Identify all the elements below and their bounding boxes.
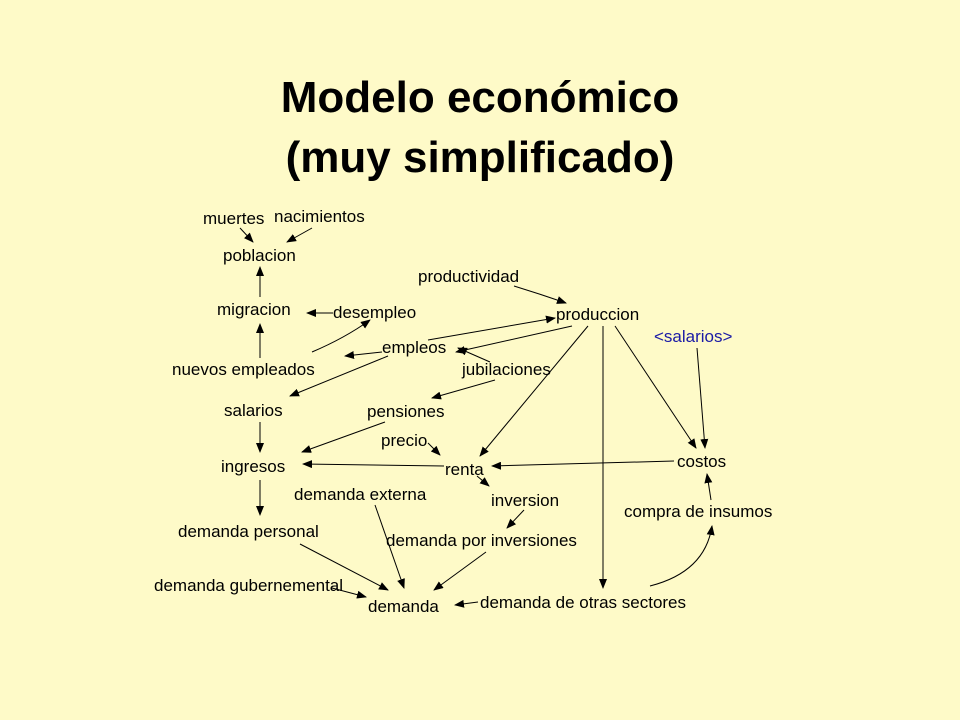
node-costos: costos <box>677 452 726 471</box>
node-pensiones: pensiones <box>367 402 445 421</box>
edge-jubilaciones-pensiones <box>431 379 496 400</box>
node-productividad: productividad <box>418 267 519 286</box>
edge-nacimientos-poblacion <box>286 227 313 243</box>
node-compra-insumos: compra de insumos <box>624 502 772 521</box>
edge-empleos-produccion <box>427 315 556 341</box>
nodes: muertes nacimientos poblacion productivi… <box>154 207 772 616</box>
edge-demanda-gub-demanda <box>331 587 367 599</box>
edge-produccion-empleos <box>455 325 573 354</box>
edges <box>239 227 715 608</box>
node-nacimientos: nacimientos <box>274 207 365 226</box>
node-demanda-otras: demanda de otras sectores <box>480 593 686 612</box>
node-empleos: empleos <box>382 338 446 357</box>
edge-demanda-otras-compra <box>649 525 715 587</box>
node-desempleo: desempleo <box>333 303 416 322</box>
edge-pensiones-ingresos <box>301 421 386 453</box>
edge-nuevos-desempleo <box>311 319 371 353</box>
node-renta: renta <box>445 460 484 479</box>
title-line-1: Modelo económico <box>280 73 680 122</box>
edge-salarios-ext-costos <box>696 347 709 449</box>
title-line-2: (muy simplificado) <box>285 133 675 182</box>
node-demanda-personal: demanda personal <box>178 522 319 541</box>
node-poblacion: poblacion <box>223 246 296 265</box>
edge-demanda-externa-demanda <box>374 504 405 589</box>
edge-demanda-inversiones-demanda <box>433 551 487 591</box>
node-demanda-gubernemental: demanda gubernemental <box>154 576 343 595</box>
node-muertes: muertes <box>203 209 264 228</box>
node-salarios: salarios <box>224 401 283 420</box>
edge-inversion-demanda-inversiones <box>506 509 525 529</box>
node-demanda-externa: demanda externa <box>294 485 427 504</box>
edge-demanda-personal-demanda <box>299 543 389 591</box>
edge-productividad-produccion <box>513 285 567 304</box>
node-jubilaciones: jubilaciones <box>461 360 551 379</box>
node-precio: precio <box>381 431 427 450</box>
edge-produccion-renta <box>479 325 589 457</box>
node-migracion: migracion <box>217 300 291 319</box>
node-inversion: inversion <box>491 491 559 510</box>
edge-jubilaciones-empleos <box>457 347 491 363</box>
edge-renta-ingresos <box>302 460 445 469</box>
node-salarios-ext: <salarios> <box>654 327 733 346</box>
node-nuevos-empleados: nuevos empleados <box>172 360 315 379</box>
edge-produccion-costos <box>614 325 697 449</box>
edge-empleos-salarios <box>289 355 389 397</box>
node-produccion: produccion <box>556 305 639 324</box>
edge-costos-renta <box>491 460 675 470</box>
edge-demanda-otras-demanda <box>454 599 479 608</box>
edge-renta-inversion <box>476 475 490 487</box>
node-ingresos: ingresos <box>221 457 285 476</box>
edge-empleos-nuevos <box>344 351 383 360</box>
node-demanda-inversiones: demanda por inversiones <box>386 531 577 550</box>
edge-compra-costos <box>704 473 713 501</box>
edge-muertes-poblacion <box>239 227 254 243</box>
node-demanda: demanda <box>368 597 439 616</box>
edge-precio-renta <box>427 442 441 456</box>
